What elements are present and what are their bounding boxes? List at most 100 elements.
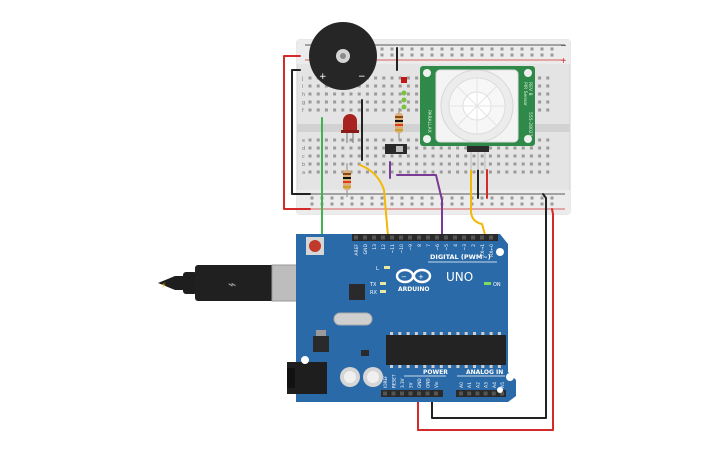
breadboard-hole xyxy=(538,162,542,166)
digital-pin-label: ~5 xyxy=(444,244,450,251)
digital-pin-socket[interactable] xyxy=(372,235,376,240)
rail-hole xyxy=(450,53,454,57)
breadboard-hole xyxy=(406,138,410,142)
chip-pin xyxy=(414,332,418,335)
analog-pin-socket[interactable] xyxy=(459,391,463,396)
chip-pin xyxy=(406,365,410,368)
digital-pin-socket[interactable] xyxy=(453,235,457,240)
row-letter: b xyxy=(302,162,305,168)
analog-label: ANALOG IN xyxy=(466,369,503,376)
digital-pin-socket[interactable] xyxy=(354,235,358,240)
rail-hole xyxy=(540,202,544,206)
breadboard-hole xyxy=(538,170,542,174)
digital-pin-label: ~10 xyxy=(399,244,405,254)
breadboard-hole xyxy=(398,108,402,112)
digital-pin-socket[interactable] xyxy=(408,235,412,240)
power-pin-socket[interactable] xyxy=(434,391,438,396)
breadboard-hole xyxy=(349,138,353,142)
pir-text-2: 555-28027 xyxy=(527,112,533,137)
breadboard-hole xyxy=(415,146,419,150)
rail-hole xyxy=(360,196,364,200)
breadboard-hole xyxy=(382,154,386,158)
breadboard-hole xyxy=(439,170,443,174)
breadboard-hole xyxy=(398,100,402,104)
breadboard-hole xyxy=(538,138,542,142)
rail-hole xyxy=(450,47,454,51)
l-led xyxy=(384,266,390,269)
chip-pin xyxy=(481,332,485,335)
breadboard-hole xyxy=(324,100,328,104)
power-pin-socket[interactable] xyxy=(391,391,396,396)
breadboard-hole xyxy=(398,162,402,166)
breadboard-hole xyxy=(398,76,402,80)
digital-pin-socket[interactable] xyxy=(426,235,430,240)
digital-pin-label: 8 xyxy=(417,244,423,247)
breadboard-hole xyxy=(349,146,353,150)
digital-pin-socket[interactable] xyxy=(390,235,394,240)
breadboard-hole xyxy=(382,84,386,88)
rail-hole xyxy=(310,196,314,200)
breadboard-hole xyxy=(365,100,369,104)
breadboard-hole xyxy=(374,170,378,174)
usb-icon: ⌁ xyxy=(228,277,236,293)
digital-pin-socket[interactable] xyxy=(444,235,448,240)
red-led xyxy=(341,114,359,143)
power-pin-label: 3.3V xyxy=(400,378,405,388)
breadboard-hole xyxy=(480,162,484,166)
breadboard-hole xyxy=(415,76,419,80)
breadboard-hole xyxy=(546,108,550,112)
breadboard-hole xyxy=(505,146,509,150)
breadboard-hole xyxy=(423,146,427,150)
small-component xyxy=(361,350,369,356)
digital-pin-socket[interactable] xyxy=(462,235,466,240)
chip-pin xyxy=(431,332,435,335)
breadboard-hole xyxy=(365,92,369,96)
row-letter: j xyxy=(301,76,303,82)
rail-hole xyxy=(410,196,414,200)
power-pin-socket[interactable] xyxy=(400,391,404,396)
breadboard-hole xyxy=(308,162,312,166)
breadboard-hole xyxy=(316,108,320,112)
l-led-label: L xyxy=(376,266,379,272)
analog-header xyxy=(456,390,506,397)
digital-pin-socket[interactable] xyxy=(399,235,403,240)
breadboard-hole xyxy=(316,138,320,142)
power-pin-socket[interactable] xyxy=(425,391,430,396)
chip-pin xyxy=(448,332,452,335)
power-pin-socket[interactable] xyxy=(417,391,421,396)
breadboard-hole xyxy=(538,146,542,150)
analog-pin-socket[interactable] xyxy=(483,391,488,396)
resistor-pir xyxy=(395,108,403,140)
analog-pin-socket[interactable] xyxy=(467,391,472,396)
power-pin-label: GND xyxy=(426,378,431,388)
rail-hole xyxy=(330,196,334,200)
digital-pin-socket[interactable] xyxy=(381,235,385,240)
digital-pin-label: ~3 xyxy=(462,244,468,251)
breadboard-hole xyxy=(505,162,509,166)
breadboard-hole xyxy=(406,146,410,150)
power-pin-socket[interactable] xyxy=(408,391,413,396)
analog-pin-socket[interactable] xyxy=(475,391,480,396)
digital-pin-socket[interactable] xyxy=(480,235,484,240)
analog-pin-label: A0 xyxy=(459,382,465,388)
chip-pin xyxy=(497,332,501,335)
breadboard-hole xyxy=(546,146,550,150)
digital-pin-socket[interactable] xyxy=(417,235,421,240)
analog-pin-label: A3 xyxy=(484,382,490,388)
breadboard-hole xyxy=(365,146,369,150)
breadboard-hole xyxy=(447,154,451,158)
breadboard-hole xyxy=(472,162,476,166)
breadboard-hole xyxy=(333,170,337,174)
breadboard-hole xyxy=(365,170,369,174)
breadboard-hole xyxy=(374,146,378,150)
analog-pin-socket[interactable] xyxy=(491,391,496,396)
digital-pin-socket[interactable] xyxy=(489,235,493,240)
analog-pin-socket[interactable] xyxy=(500,391,504,396)
chip-pin xyxy=(390,332,393,335)
digital-pin-socket[interactable] xyxy=(363,235,367,240)
rail-hole xyxy=(550,47,554,51)
digital-pin-socket[interactable] xyxy=(471,235,475,240)
digital-pin-socket[interactable] xyxy=(435,235,439,240)
breadboard-hole xyxy=(357,146,361,150)
power-pin-socket[interactable] xyxy=(383,391,387,396)
